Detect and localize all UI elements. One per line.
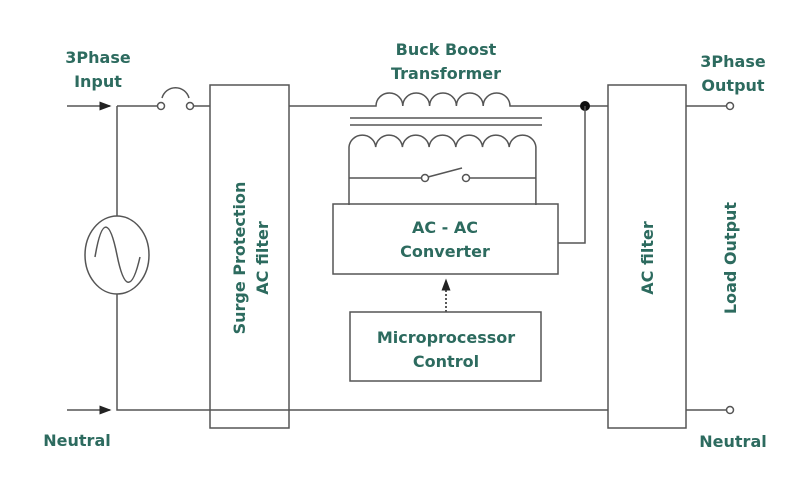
output-terminal [725,101,735,111]
transformer-secondary-coil [348,134,537,205]
input-label-2: Input [74,72,122,91]
ac-source-icon [84,215,150,295]
input-label-1: 3Phase [65,48,131,67]
neutral-out-label: Neutral [699,432,766,451]
micro-label-1: Microprocessor [377,328,515,347]
surge-protection-block [209,84,290,429]
load-output-label: Load Output [721,202,740,314]
converter-label-1: AC - AC [412,218,478,237]
converter-feedback-wire [558,106,586,244]
output-wires [686,105,727,411]
neutral-out-terminal [725,405,735,415]
transformer-primary-coil [289,92,608,107]
ac-filter-label: AC filter [638,221,657,295]
output-label-1: 3Phase [700,52,766,71]
microprocessor-control-block [349,311,542,382]
surge-label-1: Surge Protection [230,182,249,335]
ac-ac-converter-block [332,203,559,275]
output-label-2: Output [701,76,764,95]
ac-filter-block [607,84,687,429]
source-wire [116,106,608,411]
transformer-label-1: Buck Boost [396,40,497,59]
transformer-core [350,117,542,126]
fuse-icon [156,86,195,111]
surge-label-2: AC filter [253,221,272,295]
switch-icon [420,167,471,183]
micro-label-2: Control [413,352,479,371]
transformer-label-2: Transformer [391,64,501,83]
neutral-in-label: Neutral [43,431,110,450]
sine-wave-icon [94,226,141,283]
converter-label-2: Converter [400,242,490,261]
